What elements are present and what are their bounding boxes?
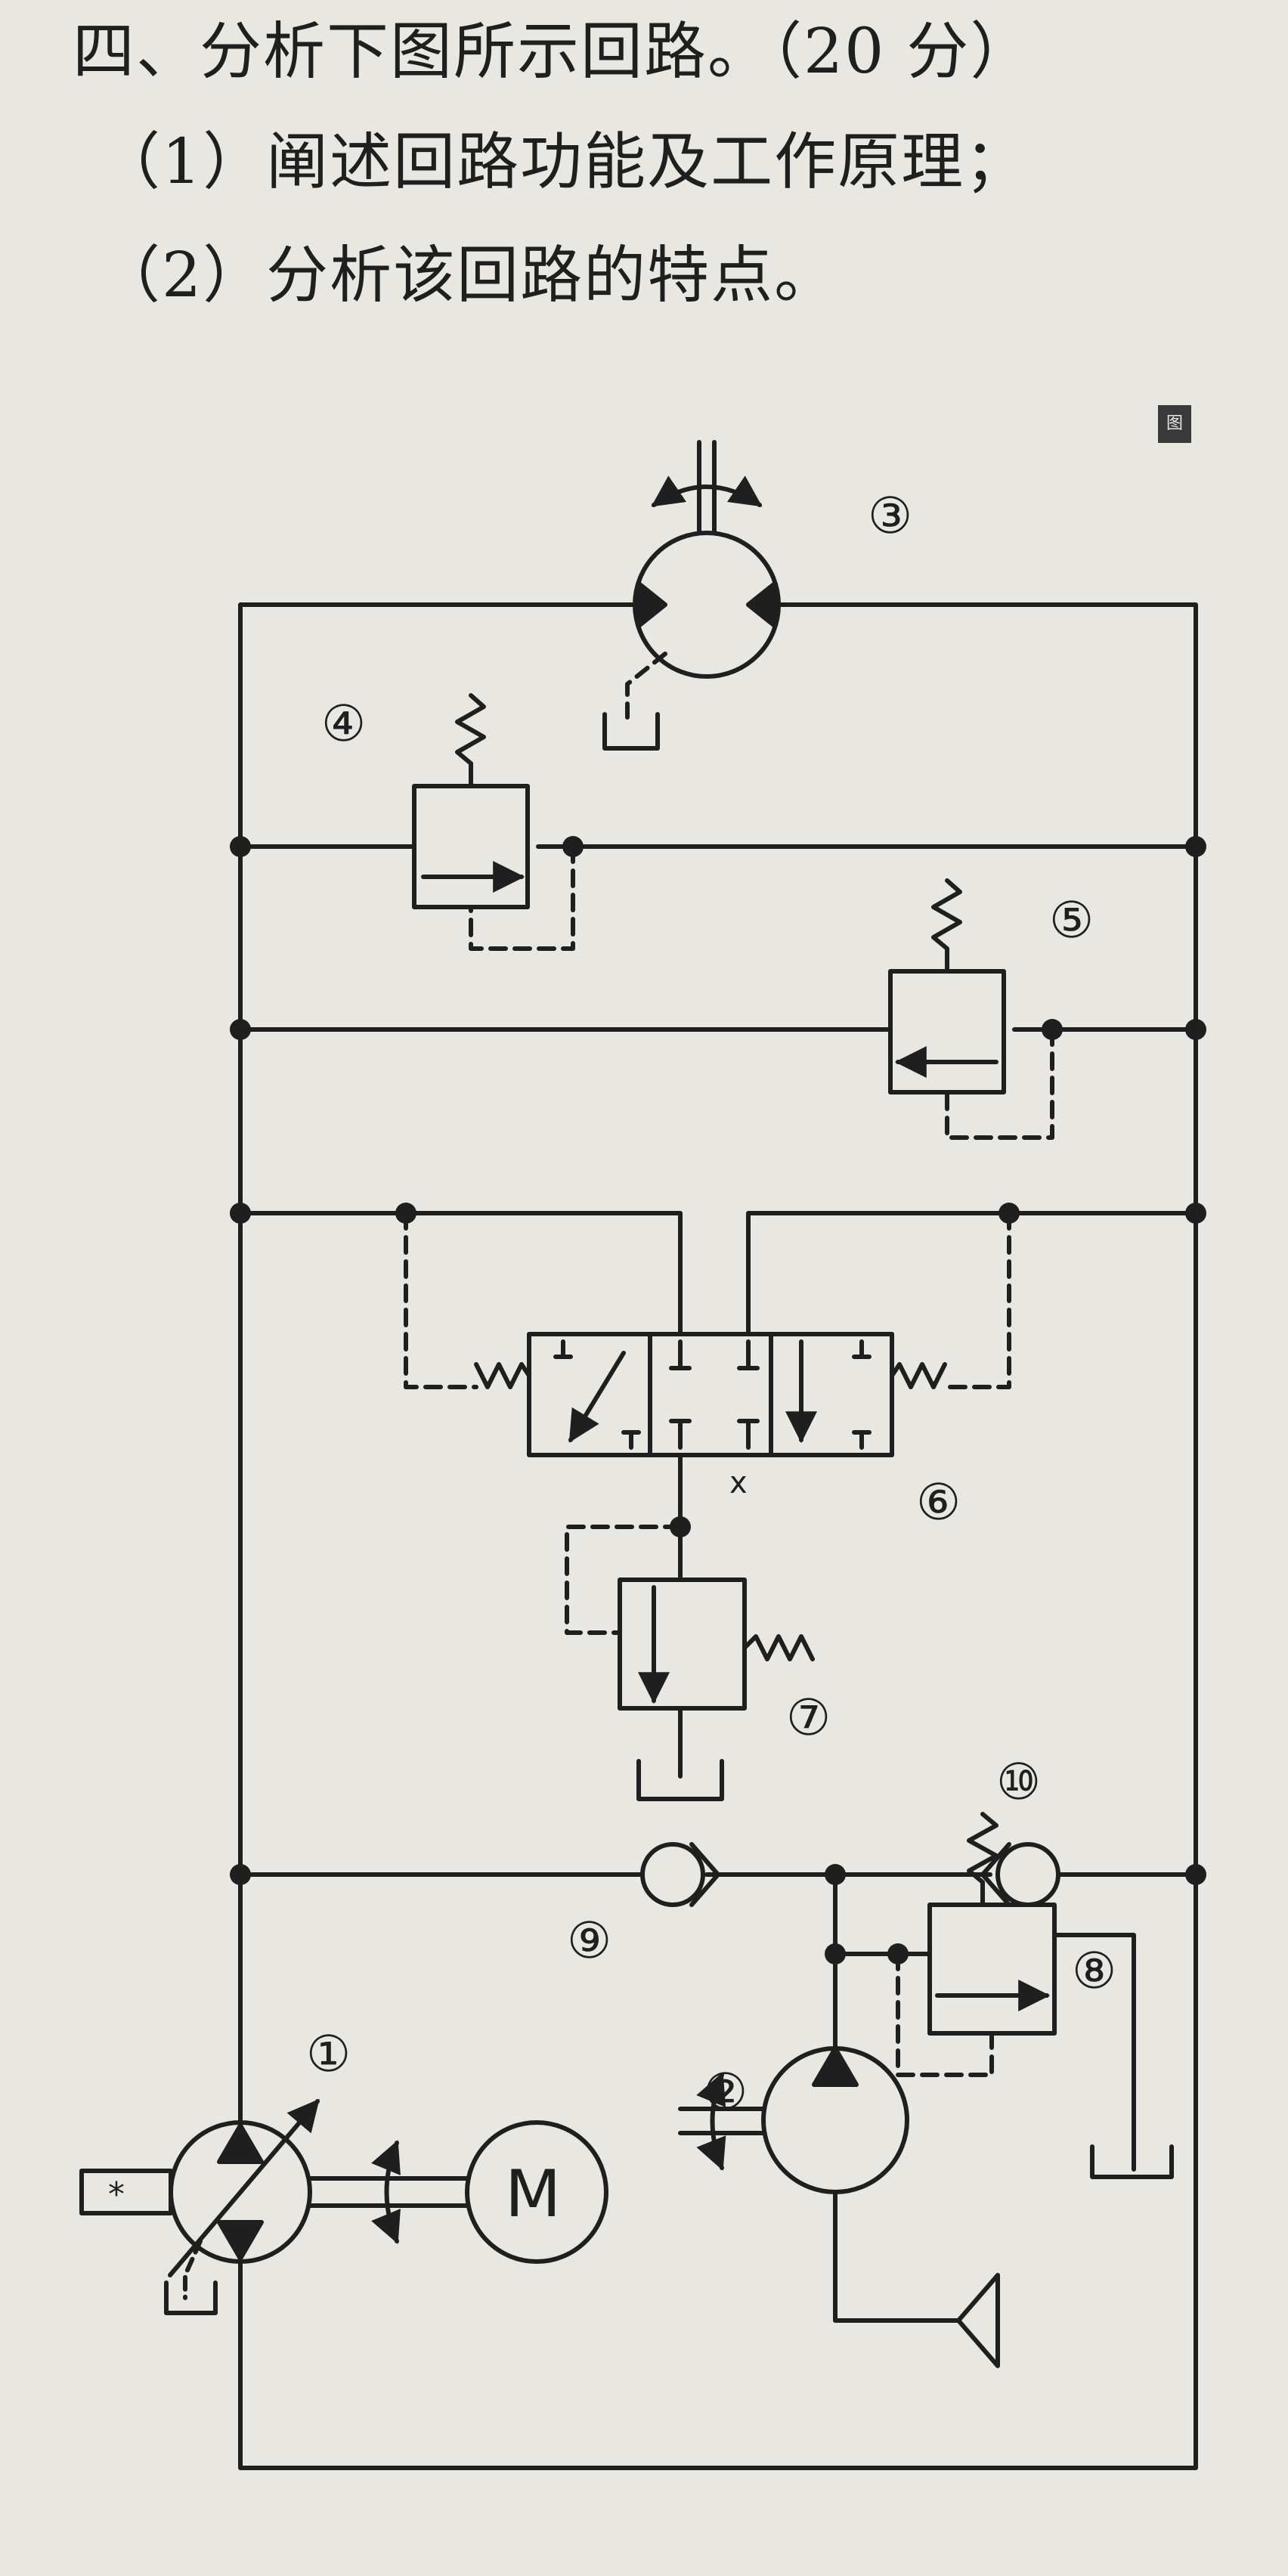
label-10: ⑩ — [996, 1753, 1041, 1811]
main-pipes — [238, 602, 1198, 2470]
label-3: ③ — [868, 487, 912, 545]
label-motor: M — [505, 2156, 561, 2232]
label-2: ② — [703, 2063, 748, 2121]
label-4: ④ — [321, 695, 366, 753]
relief-valve-5 — [888, 878, 1054, 1140]
relief-valve-7 — [565, 1525, 815, 1801]
figure-mark-icon: 图 — [1158, 405, 1191, 443]
label-7: ⑦ — [786, 1689, 831, 1747]
label-8: ⑧ — [1072, 1942, 1116, 2000]
question-item-2: （2）分析该回路的特点。 — [98, 240, 838, 311]
label-x: x — [729, 1466, 748, 1500]
label-5: ⑤ — [1049, 891, 1094, 949]
junction-dots — [230, 836, 1206, 1965]
label-6: ⑥ — [916, 1473, 961, 1531]
label-1: ① — [306, 2025, 351, 2083]
question-item-1: （1）阐述回路功能及工作原理； — [98, 126, 1029, 198]
directional-valve-6 — [404, 1211, 1011, 1457]
electric-motor — [465, 2120, 608, 2264]
label-9: ⑨ — [567, 1912, 611, 1970]
question-block: 四、分析下图所示回路。（20 分） （1）阐述回路功能及工作原理； （2）分析该… — [0, 0, 1288, 363]
fixed-pump-2 — [678, 2046, 909, 2194]
pump-control-icon: * — [108, 2175, 125, 2214]
hydraulic-motor-3 — [602, 440, 781, 751]
check-valve-9 — [640, 1842, 720, 1907]
variable-pump-1 — [79, 2098, 471, 2315]
filter-icon — [956, 2273, 1000, 2368]
component-labels: ③ ④ ⑤ ⑥ ⑦ ⑧ ⑨ ⑩ ① ② x M * — [108, 487, 1116, 2232]
relief-valve-4 — [412, 693, 575, 951]
relief-valve-8 — [896, 1812, 1174, 2179]
question-title: 四、分析下图所示回路。（20 分） — [73, 16, 1034, 88]
